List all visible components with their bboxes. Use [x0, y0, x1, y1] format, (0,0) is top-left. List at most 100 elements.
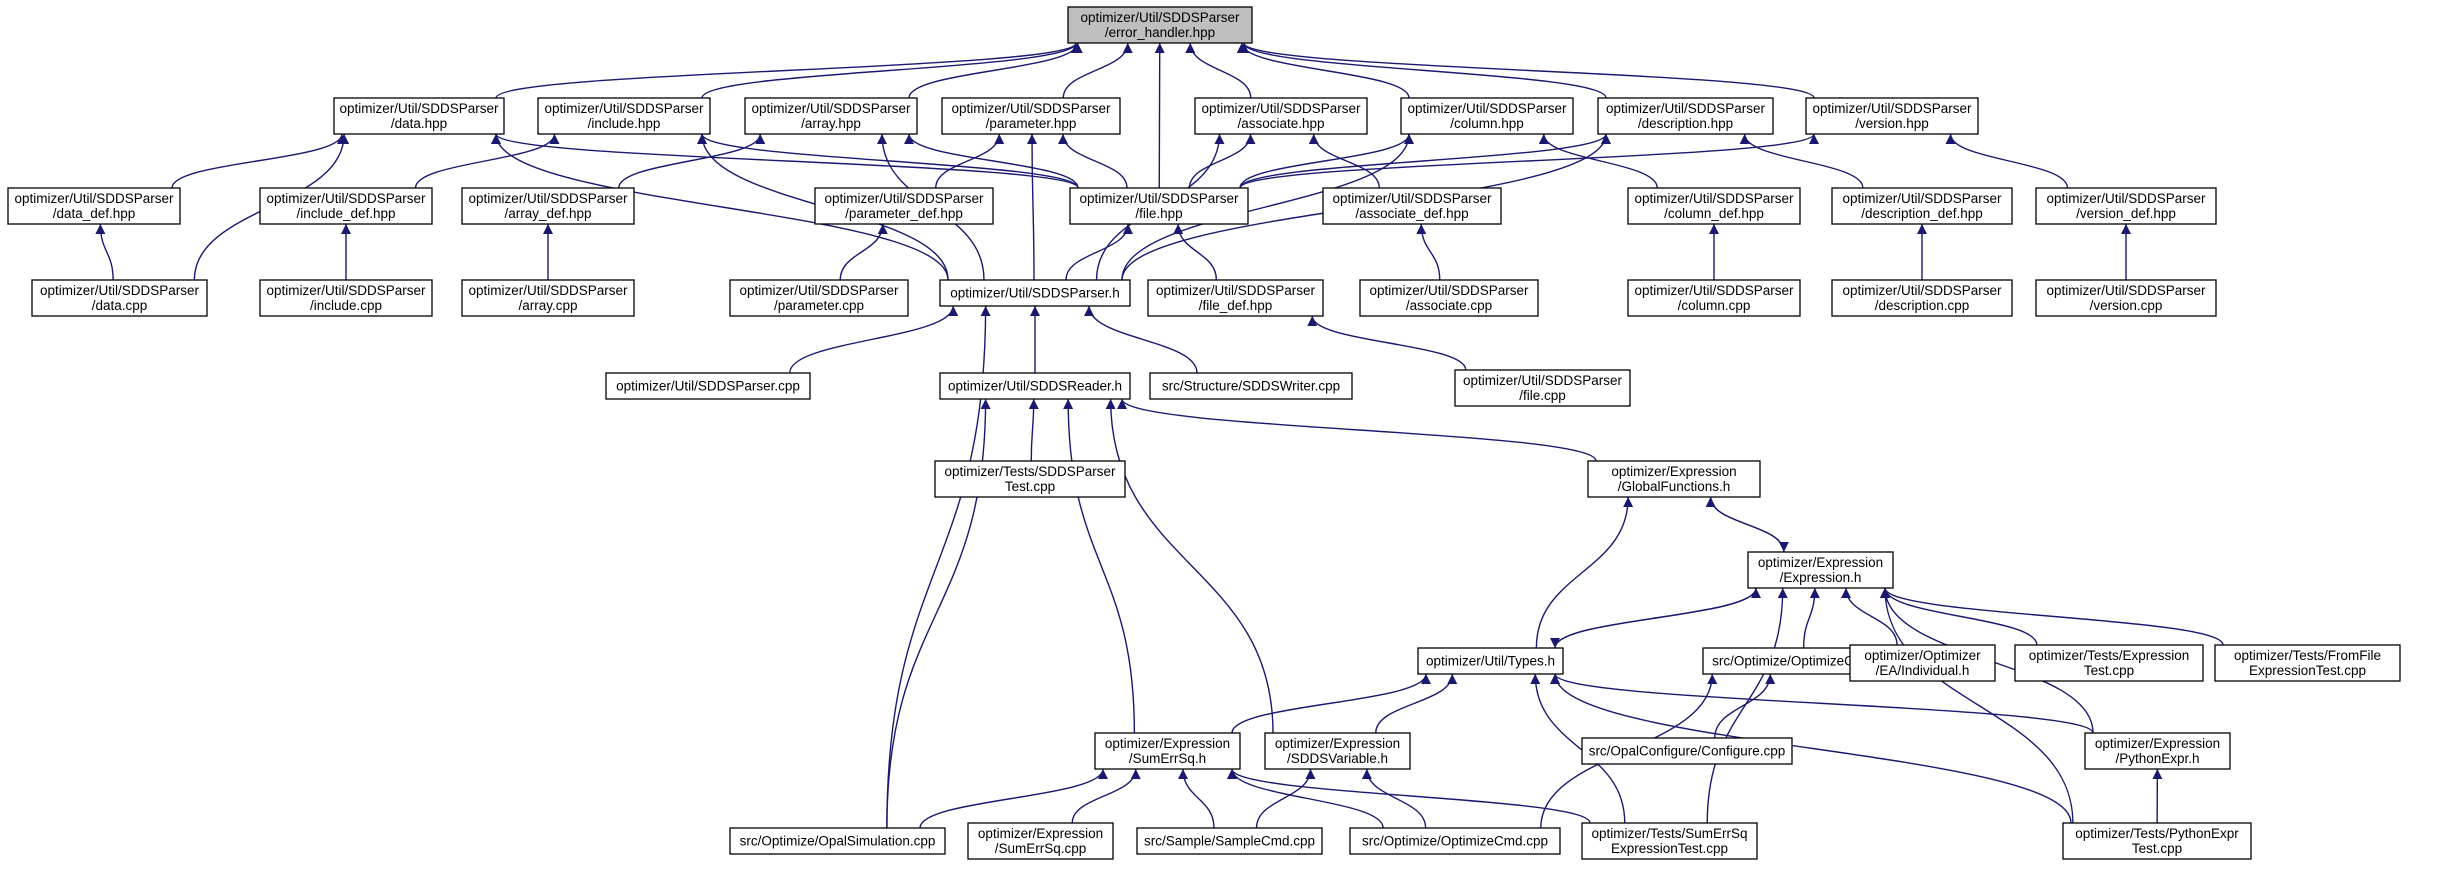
node-label-line: optimizer/Util/SDDSParser — [1407, 101, 1567, 116]
graph-node-parameter-hpp[interactable]: optimizer/Util/SDDSParser/parameter.hpp — [941, 97, 1121, 135]
graph-node-associate-hpp[interactable]: optimizer/Util/SDDSParser/associate.hpp — [1194, 97, 1368, 135]
node-label-line: src/Optimize/OpalSimulation.cpp — [740, 834, 936, 849]
node-label-line: /associate_def.hpp — [1355, 206, 1468, 221]
dependency-edge — [1028, 398, 1039, 462]
graph-node-column-def[interactable]: optimizer/Util/SDDSParser/column_def.hpp — [1627, 187, 1801, 225]
dependency-edge — [1530, 673, 1626, 824]
node-box — [1454, 369, 1631, 407]
graph-node-description-cpp[interactable]: optimizer/Util/SDDSParser/description.cp… — [1831, 279, 2013, 317]
dependency-edge — [1802, 587, 1820, 649]
graph-node-file-cpp[interactable]: optimizer/Util/SDDSParser/file.cpp — [1454, 369, 1631, 407]
graph-node-optimizecmd-cpp[interactable]: src/Optimize/OptimizeCmd.cpp — [1349, 827, 1561, 855]
node-box — [2035, 279, 2217, 317]
dependency-edge — [495, 42, 1081, 99]
dependency-edge — [1239, 42, 1815, 99]
node-box — [941, 97, 1121, 135]
dependency-edge — [904, 133, 1079, 189]
node-label-line: optimizer/Util/SDDSParser — [751, 101, 911, 116]
graph-node-version-cpp[interactable]: optimizer/Util/SDDSParser/version.cpp — [2035, 279, 2217, 317]
node-label-line: src/Optimize/OptimizeCmd.cpp — [1362, 834, 1548, 849]
graph-node-configure-cpp[interactable]: src/OpalConfigure/Configure.cpp — [1581, 737, 1793, 765]
dependency-edge — [1154, 42, 1165, 189]
dependency-edge — [1063, 398, 1136, 734]
node-label-line: optimizer/Tests/PythonExpr — [2075, 826, 2239, 841]
node-label-line: optimizer/Expression — [1611, 464, 1736, 479]
dependency-edge — [789, 305, 959, 374]
node-label-line: optimizer/Util/SDDSParser — [739, 283, 899, 298]
node-label-line: optimizer/Util/SDDSParser — [468, 191, 628, 206]
node-label-line: optimizer/Util/SDDSParser — [2046, 191, 2206, 206]
graph-node-individual-h[interactable]: optimizer/Optimizer/EA/Individual.h — [1849, 644, 1996, 682]
graph-node-file-def[interactable]: optimizer/Util/SDDSParser/file_def.hpp — [1147, 279, 1324, 317]
graph-node-version-def[interactable]: optimizer/Util/SDDSParser/version_def.hp… — [2035, 187, 2217, 225]
graph-node-file-hpp[interactable]: optimizer/Util/SDDSParser/file.hpp — [1069, 187, 1249, 225]
dependency-edge — [1062, 42, 1133, 99]
graph-node-expressiontest[interactable]: optimizer/Tests/ExpressionTest.cpp — [2014, 644, 2204, 682]
graph-node-types-h[interactable]: optimizer/Util/Types.h — [1417, 647, 1564, 675]
graph-node-column-cpp[interactable]: optimizer/Util/SDDSParser/column.cpp — [1627, 279, 1801, 317]
node-label-line: optimizer/Tests/FromFile — [2234, 648, 2381, 663]
dependency-edge — [1178, 768, 1215, 829]
node-label-line: Test.cpp — [1005, 479, 1055, 494]
graph-node-data-def[interactable]: optimizer/Util/SDDSParser/data_def.hpp — [7, 187, 181, 225]
graph-node-sddswriter-cpp[interactable]: src/Structure/SDDSWriter.cpp — [1149, 372, 1353, 400]
node-label-line: /version_def.hpp — [2076, 206, 2176, 221]
graph-node-description-def[interactable]: optimizer/Util/SDDSParser/description_de… — [1831, 187, 2013, 225]
node-box — [1581, 822, 1758, 860]
graph-node-include-def[interactable]: optimizer/Util/SDDSParser/include_def.hp… — [259, 187, 433, 225]
graph-node-parameter-cpp[interactable]: optimizer/Util/SDDSParser/parameter.cpp — [729, 279, 909, 317]
node-box — [31, 279, 208, 317]
graph-node-parameter-def[interactable]: optimizer/Util/SDDSParser/parameter_def.… — [814, 187, 994, 225]
dependency-edge — [1173, 223, 1218, 281]
graph-node-description-hpp[interactable]: optimizer/Util/SDDSParser/description.hp… — [1597, 97, 1774, 135]
graph-node-include-cpp[interactable]: optimizer/Util/SDDSParser/include.cpp — [259, 279, 433, 317]
node-label-line: optimizer/Util/SDDSParser.cpp — [616, 379, 800, 394]
graph-node-associate-def[interactable]: optimizer/Util/SDDSParser/associate_def.… — [1322, 187, 1502, 225]
dependency-edge — [1058, 133, 1128, 189]
graph-node-version-hpp[interactable]: optimizer/Util/SDDSParser/version.hpp — [1805, 97, 1979, 135]
node-box — [2014, 644, 2204, 682]
graph-node-data-cpp[interactable]: optimizer/Util/SDDSParser/data.cpp — [31, 279, 208, 317]
dependency-edge — [1239, 133, 1819, 189]
graph-node-samplecmd[interactable]: src/Sample/SampleCmd.cpp — [1136, 827, 1323, 855]
node-label-line: /parameter.cpp — [774, 298, 864, 313]
graph-node-pythonexpr-h[interactable]: optimizer/Expression/PythonExpr.h — [2084, 732, 2231, 770]
node-label-line: /column_def.hpp — [1664, 206, 1764, 221]
node-label-line: optimizer/Util/SDDSReader.h — [948, 379, 1122, 394]
node-label-line: /SumErrSq.cpp — [995, 841, 1087, 856]
dependency-edge — [1416, 223, 1441, 281]
graph-node-error-handler[interactable]: optimizer/Util/SDDSParser/error_handler.… — [1067, 6, 1253, 44]
graph-node-sddsparser-h[interactable]: optimizer/Util/SDDSParser.h — [939, 279, 1131, 307]
node-label-line: optimizer/Util/SDDSParser — [1842, 191, 2002, 206]
graph-node-array-hpp[interactable]: optimizer/Util/SDDSParser/array.hpp — [744, 97, 918, 135]
graph-node-globalfunctions[interactable]: optimizer/Expression/GlobalFunctions.h — [1587, 460, 1761, 498]
graph-node-array-cpp[interactable]: optimizer/Util/SDDSParser/array.cpp — [461, 279, 635, 317]
graph-node-include-hpp[interactable]: optimizer/Util/SDDSParser/include.hpp — [537, 97, 711, 135]
graph-node-column-hpp[interactable]: optimizer/Util/SDDSParser/column.hpp — [1400, 97, 1574, 135]
node-label-line: optimizer/Tests/Expression — [2029, 648, 2190, 663]
graph-node-opalsimulation[interactable]: src/Optimize/OpalSimulation.cpp — [729, 827, 946, 855]
graph-node-data-hpp[interactable]: optimizer/Util/SDDSParser/data.hpp — [333, 97, 505, 135]
dependency-edge — [1880, 587, 2074, 824]
node-label-line: /PythonExpr.h — [2115, 751, 2199, 766]
graph-node-sddsvariable-h[interactable]: optimizer/Expression/SDDSVariable.h — [1264, 732, 1411, 770]
graph-node-sddsreader-h[interactable]: optimizer/Util/SDDSReader.h — [939, 372, 1131, 400]
graph-node-array-def[interactable]: optimizer/Util/SDDSParser/array_def.hpp — [461, 187, 635, 225]
dependency-edge — [1105, 398, 1274, 734]
dependency-edge — [491, 133, 1079, 189]
node-label-line: optimizer/Util/SDDSParser — [468, 283, 628, 298]
graph-node-sumerrsqtest[interactable]: optimizer/Tests/SumErrSqExpressionTest.c… — [1581, 822, 1758, 860]
graph-node-fromfiletest[interactable]: optimizer/Tests/FromFileExpressionTest.c… — [2214, 644, 2401, 682]
graph-node-sumerrsq-h[interactable]: optimizer/Expression/SumErrSq.h — [1094, 732, 1241, 770]
dependency-edge — [491, 133, 949, 281]
node-label-line: /parameter_def.hpp — [845, 206, 963, 221]
graph-node-expression-h[interactable]: optimizer/Expression/Expression.h — [1747, 551, 1894, 589]
graph-node-sumerrsq-cpp[interactable]: optimizer/Expression/SumErrSq.cpp — [967, 822, 1114, 860]
node-label-line: optimizer/Util/SDDSParser — [951, 101, 1111, 116]
graph-node-associate-cpp[interactable]: optimizer/Util/SDDSParser/associate.cpp — [1359, 279, 1539, 317]
graph-node-sddsparser-cpp[interactable]: optimizer/Util/SDDSParser.cpp — [605, 372, 811, 400]
dependency-edge — [95, 223, 114, 281]
